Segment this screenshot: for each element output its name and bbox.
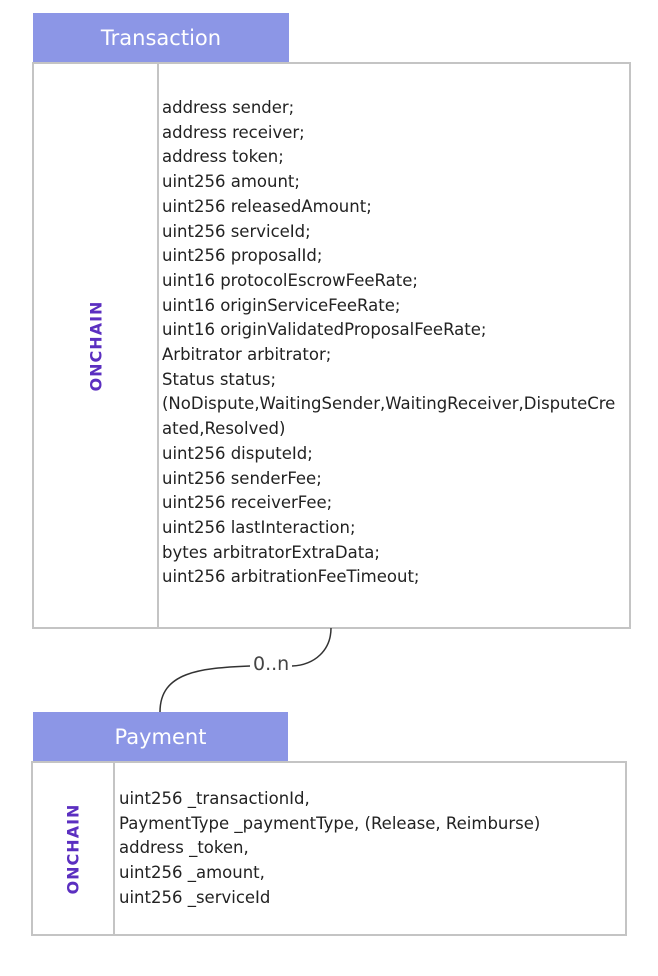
field-proposal-id: uint256 proposalId; (162, 246, 323, 266)
field-last-interaction: uint256 lastInteraction; (162, 517, 356, 537)
field-sender: address sender; (162, 98, 295, 117)
field-transaction-id: uint256 _transactionId, (119, 789, 310, 808)
field-service-id: uint256 serviceId; (162, 221, 311, 241)
relation-multiplicity: 0..n (251, 653, 292, 675)
payment-title: Payment (114, 725, 207, 749)
payment-side-label: ONCHAIN (63, 803, 83, 894)
transaction-header: Transaction (33, 13, 289, 63)
field-arbitrator: Arbitrator arbitrator; (162, 345, 332, 365)
field-service-id: uint256 _serviceId (119, 887, 271, 907)
payment-header: Payment (33, 712, 288, 762)
field-arbitration-fee-timeout: uint256 arbitrationFeeTimeout; (162, 567, 420, 587)
field-receiver-fee: uint256 receiverFee; (162, 493, 333, 513)
relation-line (291, 627, 332, 667)
transaction-title: Transaction (100, 26, 222, 50)
field-amount: uint256 amount; (162, 172, 300, 192)
field-status-values-1: (NoDispute,WaitingSender,WaitingReceiver… (162, 394, 616, 414)
field-released-amount: uint256 releasedAmount; (162, 196, 372, 216)
field-receiver: address receiver; (162, 122, 305, 142)
relation-line-lower (159, 665, 251, 713)
transaction-field-list: address sender; address receiver; addres… (162, 96, 615, 590)
field-origin-service-fee-rate: uint16 originServiceFeeRate; (162, 295, 401, 315)
field-dispute-id: uint256 disputeId; (162, 443, 313, 463)
field-status: Status status; (162, 369, 277, 389)
transaction-side-panel: ONCHAIN (34, 64, 159, 627)
field-token: address token; (162, 147, 284, 167)
field-sender-fee: uint256 senderFee; (162, 468, 322, 488)
transaction-body: ONCHAIN address sender; address receiver… (32, 62, 631, 629)
payment-body: ONCHAIN uint256 _transactionId, PaymentT… (31, 761, 627, 936)
field-token: address _token, (119, 838, 249, 858)
field-protocol-escrow-fee-rate: uint16 protocolEscrowFeeRate; (162, 270, 418, 290)
payment-field-list: uint256 _transactionId, PaymentType _pay… (119, 787, 540, 911)
field-payment-type: PaymentType _paymentType, (Release, Reim… (119, 813, 541, 833)
field-status-values-2: ated,Resolved) (162, 419, 286, 439)
field-arbitrator-extra-data: bytes arbitratorExtraData; (162, 542, 380, 562)
field-origin-validated-proposal-fee-rate: uint16 originValidatedProposalFeeRate; (162, 320, 487, 340)
payment-side-panel: ONCHAIN (33, 763, 115, 934)
field-amount: uint256 _amount, (119, 863, 265, 883)
